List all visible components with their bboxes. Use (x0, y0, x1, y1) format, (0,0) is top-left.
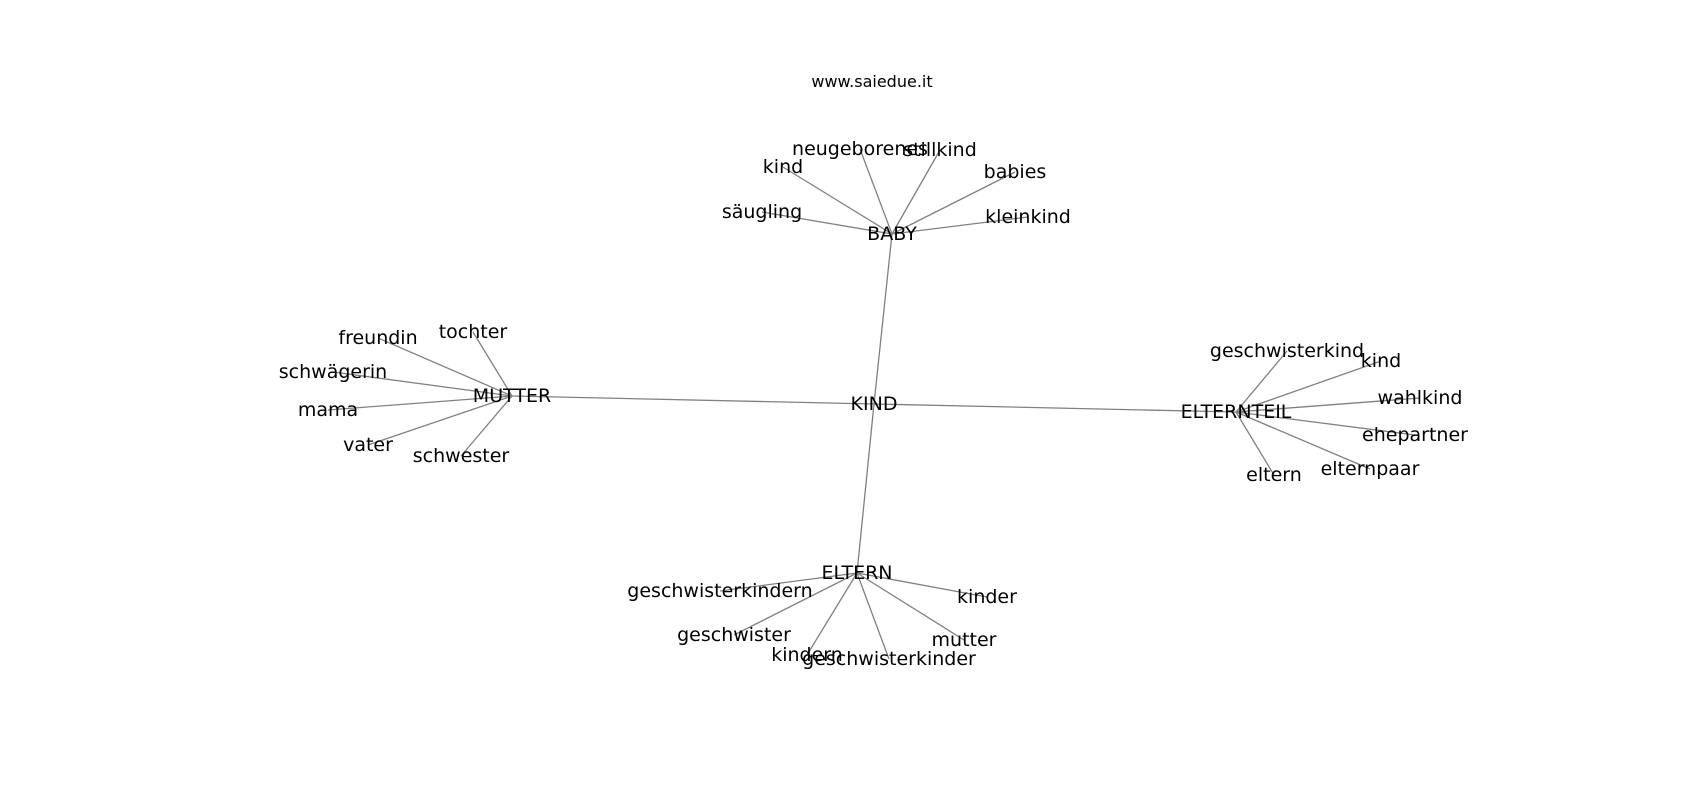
edge-mutter-schwaegerin (332, 371, 513, 397)
node-eltern-geschwister: geschwister (677, 624, 791, 646)
node-eltern: ELTERN (822, 562, 893, 584)
edge-kind-eltern (856, 403, 875, 574)
edge-mutter-freundin (377, 337, 513, 397)
edge-baby-saeugling (761, 211, 893, 235)
node-mutter-vater: vater (343, 434, 393, 456)
edge-mutter-vater (367, 395, 513, 446)
edge-elternteil-eltern (1235, 411, 1275, 476)
node-eltern-geschwisterkindern: geschwisterkindern (627, 580, 812, 602)
node-elternteil-wahlkind: wahlkind (1378, 387, 1463, 409)
node-mutter-schwaegerin: schwägerin (279, 361, 387, 383)
label-layer: KINDBABYkindneugeborenesstillkindbabiess… (279, 138, 1468, 670)
node-mutter-tochter: tochter (439, 321, 508, 343)
node-elternteil-kind: kind (1361, 350, 1401, 372)
node-baby-stillkind: stillkind (903, 139, 977, 161)
edge-elternteil-wahlkind (1235, 397, 1421, 413)
node-elternteil-geschwisterkind: geschwisterkind (1210, 340, 1364, 362)
node-mutter-schwester: schwester (413, 445, 510, 467)
node-baby-kleinkind: kleinkind (985, 206, 1071, 228)
node-mutter-freundin: freundin (338, 327, 417, 349)
edge-eltern-geschwisterkindern (719, 572, 858, 592)
edge-mutter-schwester (460, 395, 513, 457)
node-baby-babies: babies (984, 161, 1047, 183)
edge-eltern-geschwisterkinder (856, 572, 890, 660)
node-mutter-mama: mama (298, 399, 358, 421)
edge-baby-neugeborenes (859, 148, 893, 235)
edge-elternteil-kind (1235, 360, 1382, 413)
node-baby-kind: kind (763, 156, 803, 178)
node-baby: BABY (867, 223, 917, 245)
edge-layer (327, 148, 1421, 660)
edge-kind-baby (873, 233, 893, 405)
edge-elternteil-ehepartner (1235, 411, 1416, 436)
edge-baby-stillkind (891, 149, 941, 235)
node-elternteil: ELTERNTEIL (1181, 401, 1292, 423)
node-eltern-geschwisterkinder: geschwisterkinder (802, 648, 976, 670)
node-kind: KIND (851, 393, 898, 415)
edge-baby-babies (891, 171, 1016, 235)
edge-kind-mutter (511, 395, 875, 405)
edge-eltern-mutter (856, 572, 965, 641)
node-eltern-kindern: kindern (771, 644, 843, 666)
node-elternteil-eltern: eltern (1246, 464, 1302, 486)
edge-kind-elternteil (873, 403, 1237, 413)
edge-baby-kind (782, 166, 893, 235)
edge-elternteil-elternpaar (1235, 411, 1371, 470)
node-baby-saeugling: säugling (722, 201, 802, 223)
edge-baby-kleinkind (891, 216, 1029, 235)
node-eltern-kinder: kinder (957, 586, 1017, 608)
edge-eltern-kindern (806, 572, 858, 656)
node-elternteil-ehepartner: ehepartner (1362, 424, 1468, 446)
node-elternteil-elternpaar: elternpaar (1321, 458, 1420, 480)
edge-mutter-tochter (472, 331, 513, 397)
node-eltern-mutter: mutter (932, 629, 997, 651)
edge-mutter-mama (327, 395, 513, 411)
edge-eltern-geschwister (733, 572, 858, 636)
edge-eltern-kinder (856, 572, 988, 598)
node-baby-neugeborenes: neugeborenes (792, 138, 928, 160)
watermark-text: www.saiedue.it (811, 72, 932, 91)
node-mutter: MUTTER (473, 385, 551, 407)
edge-elternteil-geschwisterkind (1235, 350, 1288, 413)
